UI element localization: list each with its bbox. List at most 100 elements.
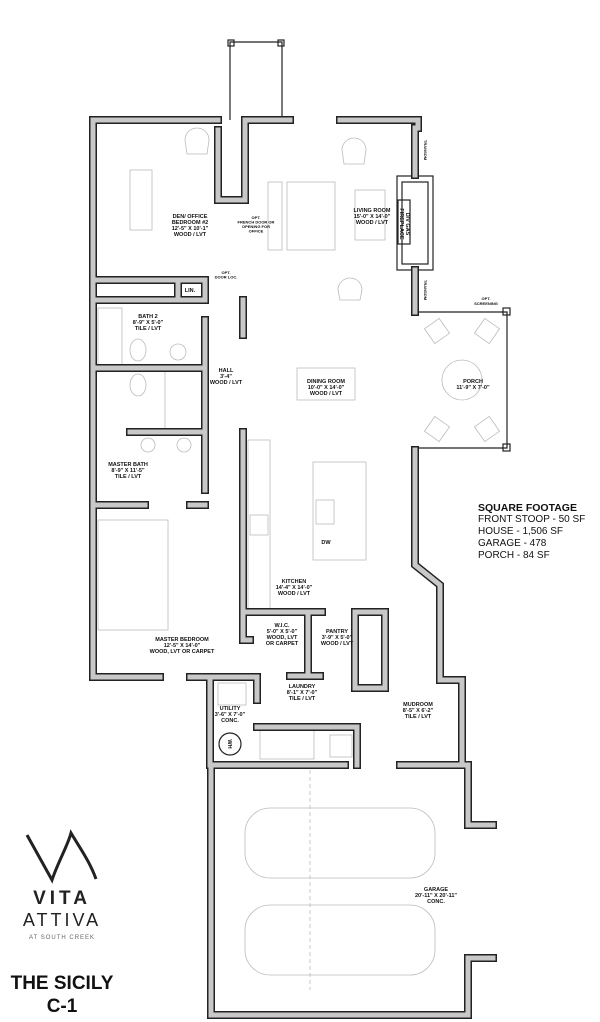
water-heater: [218, 732, 242, 756]
svg-text:D/V GASFIREPLACE: D/V GASFIREPLACE: [398, 208, 410, 240]
vita-attiva-logo-mark: [25, 829, 98, 884]
mudroom-size: 8'-5" X 6'-2": [403, 708, 434, 714]
note-opening: OPENING FOR: [242, 224, 270, 229]
wic-floor: WOOD, LVT: [267, 635, 298, 641]
bath2-label: BATH 2: [138, 314, 157, 320]
garage-size: 20'-11" X 20'-11": [415, 893, 457, 899]
living-label: LIVING ROOM: [354, 208, 391, 214]
utility-floor: CONC.: [221, 718, 239, 724]
living-floor: WOOD / LVT: [356, 220, 389, 226]
dining-floor: WOOD / LVT: [310, 391, 343, 397]
dining-label: DINING ROOM: [307, 379, 345, 385]
car-1: [244, 807, 436, 879]
logo-attiva: ATTIVA: [22, 910, 102, 930]
den-floor: WOOD / LVT: [174, 232, 207, 238]
note-french-door: FRENCH DOOR OR: [238, 220, 275, 225]
mudroom-label: MUDROOM: [403, 702, 433, 708]
plan-code: C-1: [46, 996, 78, 1017]
square-footage: SQUARE FOOTAGE FRONT STOOP - 50 SF HOUSE…: [478, 502, 585, 562]
dining-size: 10'-0" X 14'-0": [308, 385, 345, 391]
sqft-front-stoop: FRONT STOOP - 50 SF: [478, 514, 586, 525]
logo-vita: VITA: [33, 888, 91, 909]
utility-label: UTILITY: [220, 706, 241, 712]
laundry-floor: TILE / LVT: [289, 696, 316, 702]
wic-floor-2: OR CARPET: [266, 641, 299, 647]
hall-size: 3'-4": [220, 374, 232, 380]
note-opt-2: OPT.: [222, 270, 231, 275]
sqft-garage: GARAGE - 478: [478, 538, 547, 549]
porch-label: PORCH: [463, 379, 483, 385]
bath2-floor: TILE / LVT: [135, 326, 162, 332]
den-label: DEN/ OFFICE: [173, 214, 208, 220]
garage-label: GARAGE: [424, 887, 448, 893]
note-door-loc: DOOR LOC.: [215, 275, 238, 280]
screening-label: SCREENING: [474, 301, 498, 306]
laundry-label: LAUNDRY: [289, 684, 316, 690]
master-bedroom-floor: WOOD, LVT OR CARPET: [150, 649, 215, 655]
pantry-floor: WOOD / LVT: [321, 641, 354, 647]
fireplace-label-2: FIREPLACE: [398, 208, 404, 240]
transom-label-1: TRANSOM: [423, 140, 428, 161]
pantry-label: PANTRY: [326, 629, 348, 635]
hall-floor: WOOD / LVT: [210, 380, 243, 386]
svg-text:OPT.DOOR LOC.: OPT.DOOR LOC.: [215, 270, 238, 280]
mudroom-floor: TILE / LVT: [405, 714, 432, 720]
garage-floor: CONC.: [427, 899, 445, 905]
front-stoop: [227, 39, 285, 120]
master-bedroom-size: 12'-5" X 14'-0": [164, 643, 201, 649]
laundry-size: 8'-1" X 7'-0": [287, 690, 318, 696]
svg-text:OPT.SCREENING: OPT.SCREENING: [474, 296, 498, 306]
screening-opt: OPT.: [482, 296, 491, 301]
linen-label: LIN.: [185, 288, 196, 294]
fireplace-label: D/V GAS: [404, 213, 410, 236]
porch-outline: [415, 307, 511, 452]
note-office: OFFICE: [249, 229, 264, 234]
bath2-size: 8'-9" X 5'-0": [133, 320, 164, 326]
master-bath-size: 8'-9" X 11'-5": [111, 468, 145, 474]
living-size: 15'-0" X 14'-0": [354, 214, 391, 220]
master-bath-label: MASTER BATH: [108, 462, 148, 468]
kitchen-label: KITCHEN: [282, 579, 306, 585]
porch-size: 11'-9" X 7'-0": [456, 385, 490, 391]
svg-text:BATH 28'-9" X 5'-0"TILE / LVT: BATH 28'-9" X 5'-0"TILE / LVT: [133, 314, 164, 332]
square-footage-heading: SQUARE FOOTAGE: [478, 502, 577, 514]
den-size: 12'-5" X 10'-1": [172, 226, 209, 232]
den-label-2: BEDROOM #2: [172, 220, 208, 226]
logo-tagline: AT SOUTH CREEK: [28, 935, 96, 941]
note-opt: OPT.: [252, 215, 261, 220]
master-bath-floor: TILE / LVT: [115, 474, 142, 480]
kitchen-floor: WOOD / LVT: [278, 591, 311, 597]
sqft-porch: PORCH - 84 SF: [478, 550, 550, 561]
wic-size: 5'-0" X 5'-0": [267, 629, 298, 635]
wic-label: W.I.C.: [275, 623, 290, 629]
utility-size: 3'-6" X 7'-0": [215, 712, 246, 718]
plan-name: THE SICILY: [10, 973, 114, 994]
transom-label-2: TRANSOM: [423, 280, 428, 301]
hall-label: HALL: [219, 368, 234, 374]
car-2: [244, 904, 436, 976]
furniture: [97, 127, 436, 990]
master-bedroom-label: MASTER BEDROOM: [155, 637, 209, 643]
pantry-size: 3'-9" X 5'-0": [322, 635, 353, 641]
kitchen-size: 14'-4" X 14'-0": [276, 585, 313, 591]
wh-label: WH: [226, 739, 232, 748]
dishwasher-label: DW: [321, 540, 331, 546]
sqft-house: HOUSE - 1,506 SF: [478, 526, 564, 537]
